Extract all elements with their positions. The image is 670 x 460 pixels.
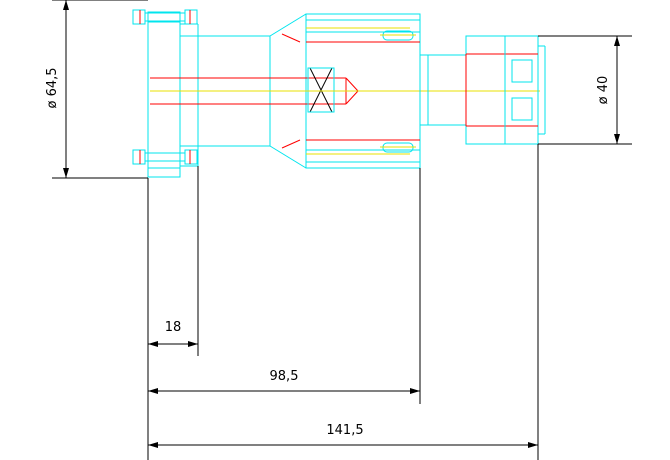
dim-overall-length: 141,5 (326, 423, 363, 438)
dim-flange-width: 18 (165, 320, 182, 335)
dim-diameter-large: ø 64,5 (45, 67, 60, 108)
dimension-lines (52, 0, 632, 460)
dim-body-length: 98,5 (270, 369, 299, 384)
part-outline (132, 9, 546, 178)
dim-diameter-small: ø 40 (596, 76, 611, 105)
